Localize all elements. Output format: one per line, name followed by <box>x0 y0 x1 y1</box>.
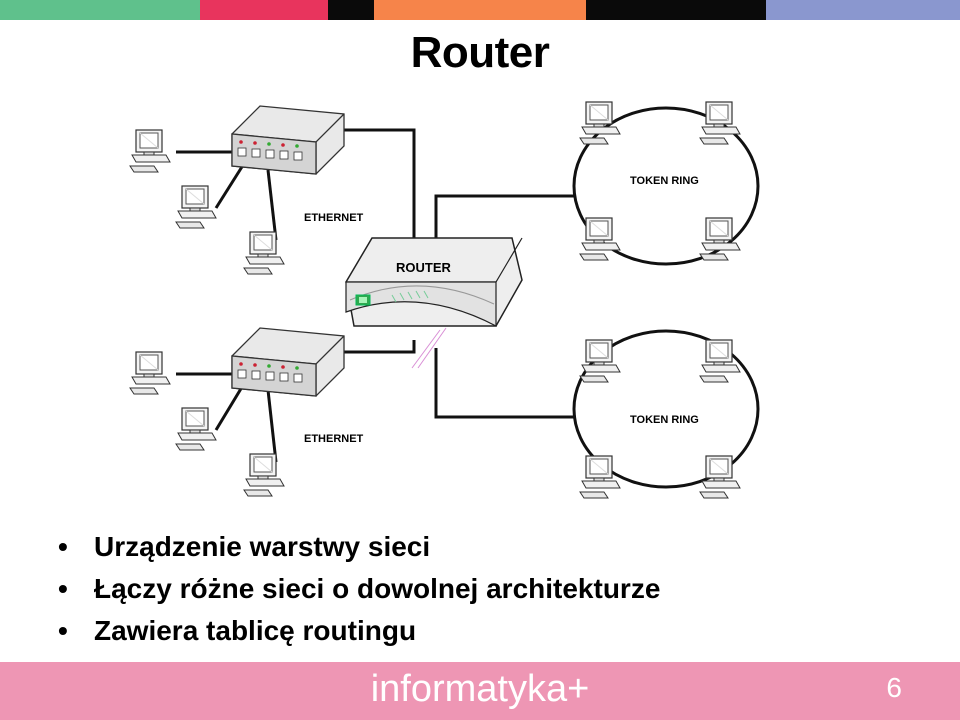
color-bar-black <box>328 0 374 20</box>
color-bar-green <box>0 0 200 20</box>
bullet-item: • Zawiera tablicę routingu <box>50 610 660 652</box>
top-color-bar <box>0 0 960 20</box>
bullet-dot: • <box>58 573 68 604</box>
ethernet-label-lower: ETHERNET <box>304 433 364 445</box>
computer-icon <box>579 217 621 261</box>
upper-ethernet-cables <box>176 128 416 242</box>
router-cable-accent <box>411 327 447 369</box>
color-bar-orange <box>374 0 586 20</box>
footer-brand: informatyka+ <box>370 668 590 710</box>
token-ring-upper <box>572 106 760 266</box>
slide-title: Router <box>410 28 550 77</box>
token-ring-label-lower: TOKEN RING <box>630 414 699 426</box>
footer-bar: informatyka+ 6 <box>0 662 960 720</box>
computer-icon <box>175 407 217 451</box>
bullet-dot: • <box>58 531 68 562</box>
bullet-item: • Łączy różne sieci o dowolnej architektu… <box>50 568 660 610</box>
computer-icon <box>243 453 285 497</box>
color-bar-black-2 <box>586 0 766 20</box>
computer-icon <box>699 101 741 145</box>
router-icon: ROUTER <box>345 237 523 327</box>
bullet-text: Urządzenie warstwy sieci <box>94 531 431 562</box>
computer-icon <box>243 231 285 275</box>
bullet-dot: • <box>58 615 68 646</box>
color-bar-red <box>200 0 328 20</box>
ethernet-label-upper: ETHERNET <box>304 212 364 224</box>
bullet-text: Łączy różne sieci o dowolnej architektur… <box>94 573 661 604</box>
computer-icon <box>699 339 741 383</box>
bullet-list: • Urządzenie warstwy sieci • Łączy różne s… <box>50 526 660 652</box>
token-ring-lower <box>572 329 760 489</box>
computer-icon <box>175 185 217 229</box>
page-number: 6 <box>886 672 902 703</box>
ethernet-switch-icon <box>231 105 345 175</box>
color-bar-blue <box>766 0 960 20</box>
network-diagram: TOKEN RING TOKEN RING ETHERNET ETHERNET … <box>129 101 760 499</box>
computer-icon <box>129 351 171 395</box>
lower-ethernet-cables <box>176 340 416 463</box>
router-label: ROUTER <box>396 260 452 275</box>
ethernet-switch-icon <box>231 327 345 397</box>
bullet-item: • Urządzenie warstwy sieci <box>50 526 660 568</box>
bullet-text: Zawiera tablicę routingu <box>94 615 417 646</box>
token-ring-label-upper: TOKEN RING <box>630 175 699 187</box>
computer-icon <box>129 129 171 173</box>
computer-icon <box>579 455 621 499</box>
router-to-ring-cables <box>434 194 576 419</box>
